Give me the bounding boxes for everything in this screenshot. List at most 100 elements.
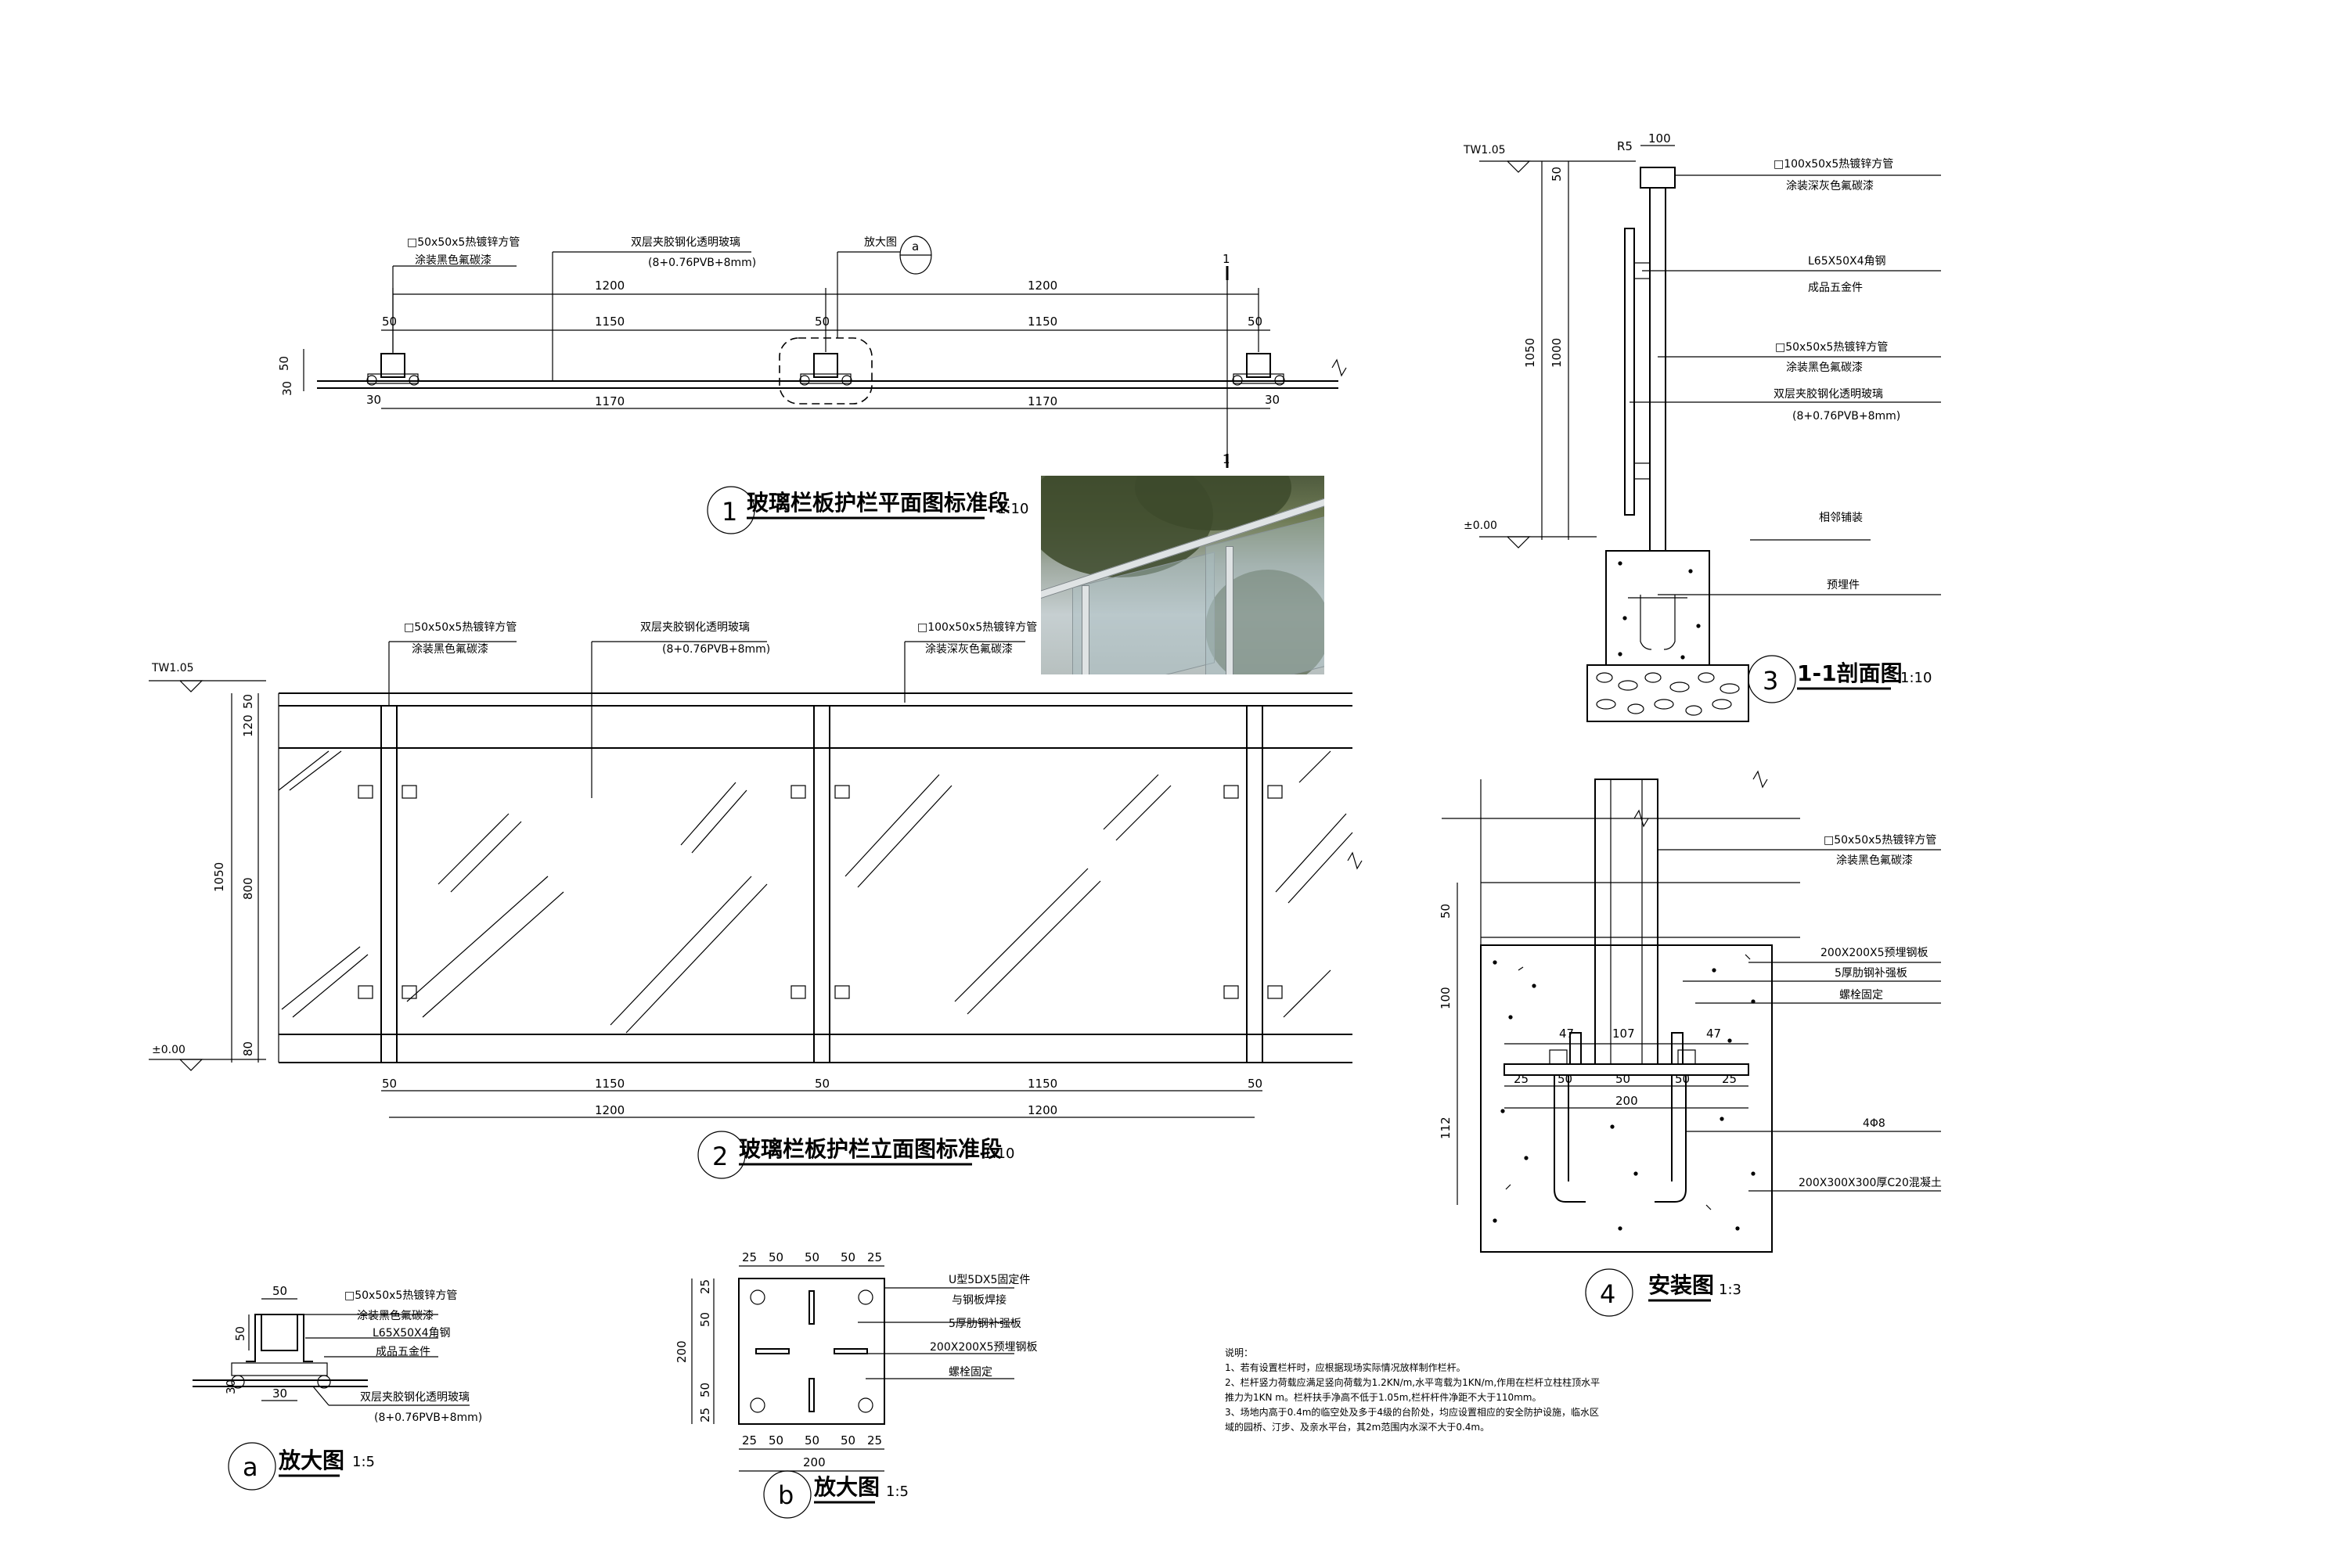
section-callout-glass-1: 双层夹胶钢化透明玻璃 bbox=[1774, 387, 1883, 401]
section-callout-post-1: □50x50x5热镀锌方管 bbox=[1775, 340, 1888, 354]
install-dim-47-b: 47 bbox=[1706, 1027, 1721, 1041]
install-title: 安装图 bbox=[1648, 1272, 1714, 1298]
section-callout-hardware: 成品五金件 bbox=[1808, 282, 1863, 294]
detail-a-dim-30-b: 30 bbox=[224, 1379, 238, 1394]
detail-b-dim-top-50-b: 50 bbox=[805, 1250, 819, 1264]
elevation-dim-50: 50 bbox=[241, 694, 255, 709]
plan-dim-30-side: 30 bbox=[280, 381, 294, 396]
section-scale: 1:10 bbox=[1900, 670, 1932, 686]
plan-callout-detail: 放大图 bbox=[864, 236, 897, 249]
detail-b-plate bbox=[738, 1278, 885, 1425]
install-dim-50: 50 bbox=[1439, 904, 1453, 919]
notes-heading: 说明： bbox=[1225, 1347, 1254, 1358]
notes-line-2: 2、栏杆竖力荷载应满足竖向荷载为1.2KN/m,水平弯载为1KN/m,作用在栏杆… bbox=[1225, 1377, 1601, 1403]
plan-callout-glass-2: (8+0.76PVB+8mm) bbox=[648, 257, 756, 269]
plan-detail-ref: a bbox=[912, 239, 919, 254]
install-dim-200: 200 bbox=[1615, 1094, 1638, 1108]
install-callout-rib-plate: 5厚肋钢补强板 bbox=[1835, 967, 1907, 980]
section-dim-1050: 1050 bbox=[1523, 338, 1537, 368]
detail-b-dim-bottom-50-b: 50 bbox=[805, 1433, 819, 1448]
install-callout-bolt: 螺栓固定 bbox=[1839, 989, 1883, 1002]
section-callout-rail-2: 涂装深灰色氟碳漆 bbox=[1786, 179, 1874, 192]
elevation-title: 玻璃栏板护栏立面图标准段 bbox=[739, 1136, 1002, 1162]
break-lines bbox=[1331, 358, 1768, 870]
elevation-callout-glass-2: (8+0.76PVB+8mm) bbox=[662, 643, 770, 656]
detail-a-callout-glass-1: 双层夹胶钢化透明玻璃 bbox=[360, 1390, 470, 1404]
detail-b-title-num: b bbox=[778, 1480, 794, 1510]
elevation-post-2 bbox=[813, 705, 830, 1063]
detail-b-dim-left-25-a: 25 bbox=[698, 1279, 712, 1294]
detail-a-callout-hardware: 成品五金件 bbox=[376, 1346, 430, 1358]
detail-b-title: 放大图 bbox=[813, 1474, 880, 1500]
detail-b-dim-bottom-25-a: 25 bbox=[742, 1433, 757, 1448]
plan-title-num: 1 bbox=[722, 497, 737, 527]
plan-dim-30-left: 30 bbox=[366, 393, 381, 407]
elevation-scale: 1:10 bbox=[983, 1145, 1014, 1162]
plan-dim-30-right: 30 bbox=[1265, 393, 1280, 407]
elevation-dim-post-b: 50 bbox=[815, 1077, 830, 1091]
detail-a-dim-30-a: 30 bbox=[272, 1386, 287, 1401]
section-gravel-base bbox=[1586, 664, 1749, 722]
elevation-dim-1150-b: 1150 bbox=[1028, 1077, 1057, 1091]
detail-b-dim-left-200: 200 bbox=[675, 1340, 689, 1363]
section-dim-1000: 1000 bbox=[1550, 338, 1564, 368]
install-dim-25-a: 25 bbox=[1514, 1072, 1529, 1086]
elevation-callout-rail-2: 涂装深灰色氟碳漆 bbox=[925, 642, 1013, 656]
install-dim-25-b: 25 bbox=[1722, 1072, 1737, 1086]
section-callout-paving: 相邻铺装 bbox=[1819, 512, 1863, 524]
detail-b-dim-top-25-a: 25 bbox=[742, 1250, 757, 1264]
plan-callout-glass-1: 双层夹胶钢化透明玻璃 bbox=[631, 236, 740, 249]
plan-title: 玻璃栏板护栏平面图标准段 bbox=[747, 490, 1010, 516]
elevation-title-num: 2 bbox=[712, 1142, 728, 1171]
detail-a-callout-tube-2: 涂装黑色氟碳漆 bbox=[357, 1309, 434, 1322]
elevation-dim-1150-a: 1150 bbox=[595, 1077, 625, 1091]
section-dim-r5: R5 bbox=[1617, 139, 1633, 153]
reference-photo bbox=[1041, 476, 1324, 674]
install-dim-50-c: 50 bbox=[1675, 1072, 1690, 1086]
plan-dim-1200-b: 1200 bbox=[1028, 279, 1057, 293]
plan-view: 1200 1200 50 50 50 1150 1150 1170 1170 3… bbox=[277, 236, 1338, 534]
install-dim-107: 107 bbox=[1612, 1027, 1635, 1041]
elevation-dim-1200-b: 1200 bbox=[1028, 1103, 1057, 1117]
detail-a-scale: 1:5 bbox=[352, 1454, 375, 1470]
plan-dim-post-a: 50 bbox=[382, 315, 397, 329]
detail-a-callout-tube-1: □50x50x5热镀锌方管 bbox=[344, 1289, 457, 1302]
elevation-dim-post-a: 50 bbox=[382, 1077, 397, 1091]
elevation-post-1 bbox=[380, 705, 398, 1063]
install-dim-100: 100 bbox=[1439, 987, 1453, 1009]
elevation-callout-rail-1: □100x50x5热镀锌方管 bbox=[917, 620, 1037, 634]
plan-dim-1170-b: 1170 bbox=[1028, 394, 1057, 408]
section-callout-post-2: 涂装黑色氟碳漆 bbox=[1786, 361, 1863, 374]
section-dim-50: 50 bbox=[1550, 167, 1564, 182]
install-callout-concrete: 200X300X300厚C20混凝土 bbox=[1799, 1177, 1942, 1189]
elevation-dim-post-c: 50 bbox=[1248, 1077, 1262, 1091]
elevation-dim-800: 800 bbox=[241, 877, 255, 900]
detail-b-dim-bottom-25-b: 25 bbox=[867, 1433, 882, 1448]
elevation-post-3 bbox=[1246, 705, 1263, 1063]
plan-dim-post-b: 50 bbox=[815, 315, 830, 329]
detail-b-dim-top-50-a: 50 bbox=[769, 1250, 783, 1264]
elevation-view: TW1.05 ±0.00 1050 50 120 800 80 50 50 50… bbox=[149, 620, 1353, 1179]
detail-b-callout-bolt: 螺栓固定 bbox=[949, 1366, 992, 1379]
install-callout-rebar: 4Φ8 bbox=[1863, 1117, 1885, 1130]
plan-callout-tube-1: □50x50x5热镀锌方管 bbox=[407, 236, 520, 249]
install-title-num: 4 bbox=[1600, 1279, 1615, 1309]
elevation-level-top: TW1.05 bbox=[151, 662, 194, 674]
notes-line-3: 3、场地内高于0.4m的临空处及多于4级的台阶处，均应设置相应的安全防护设施，临… bbox=[1225, 1407, 1600, 1433]
section-callout-rail-1: □100x50x5热镀锌方管 bbox=[1774, 157, 1893, 171]
detail-b-callout-plate: 200X200X5预埋钢板 bbox=[930, 1341, 1038, 1354]
install-scale: 1:3 bbox=[1719, 1282, 1741, 1298]
install-dim-50-b: 50 bbox=[1615, 1072, 1630, 1086]
install-view: 50 100 112 47 107 47 25 50 50 50 25 200 … bbox=[1439, 779, 1942, 1317]
notes-block: 说明： 1、若有设置栏杆时，应根据现场实际情况放样制作栏杆。 2、栏杆竖力荷载应… bbox=[1225, 1346, 1608, 1435]
detail-a-callout-angle: L65X50X4角钢 bbox=[373, 1327, 451, 1340]
elevation-dim-total: 1050 bbox=[212, 862, 226, 892]
detail-a-title: 放大图 bbox=[278, 1448, 344, 1473]
section-level-top: TW1.05 bbox=[1463, 144, 1506, 156]
install-callout-tube-1: □50x50x5热镀锌方管 bbox=[1824, 833, 1936, 847]
install-dim-47-a: 47 bbox=[1559, 1027, 1574, 1041]
plan-callout-tube-2: 涂装黑色氟碳漆 bbox=[415, 254, 492, 267]
install-callout-tube-2: 涂装黑色氟碳漆 bbox=[1836, 854, 1913, 867]
detail-a-title-num: a bbox=[243, 1452, 258, 1482]
